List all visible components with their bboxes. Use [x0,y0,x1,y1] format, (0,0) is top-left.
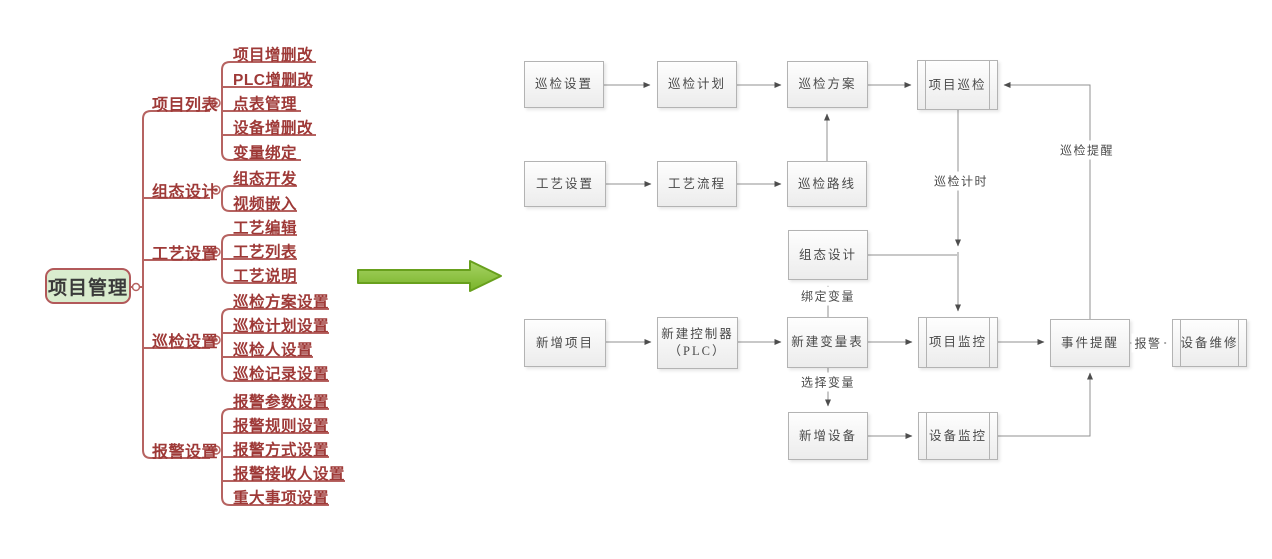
flow-node-device-monitoring: 设备监控 [918,412,998,460]
mindmap-branch-project-list[interactable]: 项目列表 [152,97,219,114]
mindmap-trunk [142,110,210,459]
flow-node-project-inspection: 项目巡检 [917,60,998,110]
controller-label-line2: （PLC） [668,344,727,358]
mindmap-leaf[interactable]: 巡检方案设置 [233,294,330,311]
flow-node-inspection-scheme: 巡检方案 [787,61,868,108]
flow-node-new-controller-plc: 新建控制器 （PLC） [657,317,738,369]
mindmap-leaf[interactable]: 报警方式设置 [233,442,330,459]
mindmap-leaf[interactable]: 工艺编辑 [233,220,298,237]
edge-label-alarm: 报警 [1131,333,1165,353]
flow-node-inspection-plan: 巡检计划 [657,61,737,108]
mindmap-leaf[interactable]: 巡检人设置 [233,342,314,359]
mindmap-branch-inspection-settings[interactable]: 巡检设置 [152,334,219,351]
mindmap-leaf[interactable]: 变量绑定 [233,145,298,162]
mindmap-branch-process-settings[interactable]: 工艺设置 [152,246,219,263]
edge-label-bind-variables: 绑定变量 [797,286,859,306]
mindmap-leaf[interactable]: 设备增删改 [233,120,314,137]
flow-node-equipment-maintenance: 设备维修 [1172,319,1247,367]
flow-node-inspection-route: 巡检路线 [787,161,867,207]
mindmap-leaf[interactable]: 组态开发 [233,171,298,188]
flow-node-process-flow: 工艺流程 [657,161,737,207]
flow-node-new-device: 新增设备 [788,412,868,460]
edge-reminder-to-inspection [1003,82,1091,319]
transition-arrow-icon [357,260,502,292]
mindmap-branch-configuration-design[interactable]: 组态设计 [152,184,219,201]
flow-edges [604,82,1167,439]
bracket-inspection [221,308,329,382]
edge-label-inspection-reminder: 巡检提醒 [1056,140,1118,160]
flow-node-new-project: 新增项目 [524,319,606,367]
mindmap-leaf[interactable]: 巡检记录设置 [233,366,330,383]
mindmap-root-project-management[interactable]: 项目管理 [45,268,131,304]
flow-node-configuration-design: 组态设计 [788,230,868,280]
mindmap-leaf[interactable]: 报警参数设置 [233,394,330,411]
mindmap-leaf[interactable]: 报警接收人设置 [233,466,346,483]
mindmap-leaf[interactable]: 工艺说明 [233,268,298,285]
edge-label-inspection-timing: 巡检计时 [930,171,992,191]
flow-node-new-variable-table: 新建变量表 [787,317,868,368]
mindmap-leaf[interactable]: 工艺列表 [233,244,298,261]
mindmap-leaf[interactable]: 巡检计划设置 [233,318,330,335]
mindmap-leaf[interactable]: PLC增删改 [233,72,314,89]
mindmap-leaf[interactable]: 重大事项设置 [233,490,330,507]
flow-node-inspection-settings: 巡检设置 [524,61,604,108]
flow-node-project-monitoring: 项目监控 [918,317,998,368]
mindmap-leaf[interactable]: 项目增删改 [233,47,314,64]
mindmap-collapse-icons[interactable] [131,98,221,455]
mindmap-leaf[interactable]: 视频嵌入 [233,196,298,213]
bracket-configuration [221,185,297,212]
mindmap-leaf[interactable]: 报警规则设置 [233,418,330,435]
edge-label-select-variables: 选择变量 [797,372,859,392]
mindmap-lines [130,61,345,506]
flow-node-process-settings: 工艺设置 [524,161,606,207]
controller-label-line1: 新建控制器 [661,327,734,342]
mindmap-leaf[interactable]: 点表管理 [233,96,298,113]
edge-devicemonitoring-to-reminder [998,372,1093,437]
mindmap-branch-alarm-settings[interactable]: 报警设置 [152,444,219,461]
flow-node-event-reminder: 事件提醒 [1050,319,1130,367]
